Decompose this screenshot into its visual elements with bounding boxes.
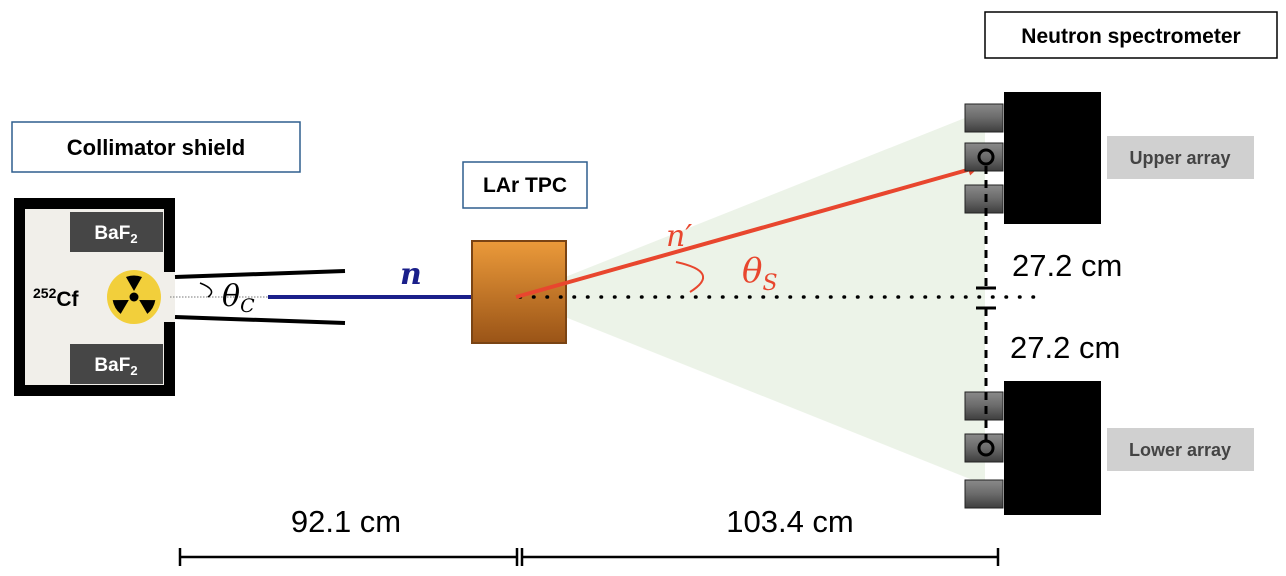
dimension-bar-source-tpc <box>178 548 519 566</box>
baf2-block-bottom: BaF2 <box>70 344 163 384</box>
dimension-bar-tpc-spectrometer <box>520 548 1000 566</box>
theta-c-arc <box>199 282 213 298</box>
tpc-to-spectrometer-distance: 103.4 cm <box>726 504 854 539</box>
scattered-neutron-label: n′ <box>666 219 692 254</box>
lower-array-label: Lower array <box>1107 428 1254 471</box>
lar-tpc-label-box: LAr TPC <box>462 161 588 209</box>
vertical-offset-markers <box>976 166 996 440</box>
svg-text:Upper array: Upper array <box>1129 148 1230 168</box>
incident-neutron-label: n <box>400 257 422 292</box>
theta-c-label: θC <box>222 279 255 317</box>
source-label: 252Cf <box>33 285 80 311</box>
baf2-label: BaF <box>94 355 130 376</box>
baf2-block-top: BaF2 <box>70 212 163 252</box>
source-to-tpc-distance: 92.1 cm <box>291 504 401 539</box>
baf2-label: BaF <box>94 223 130 244</box>
radiation-icon <box>107 270 161 324</box>
svg-text:BaF2: BaF2 <box>94 355 137 378</box>
lar-tpc-label: LAr TPC <box>483 174 567 197</box>
source-element: Cf <box>56 288 79 311</box>
scattered-neutron-arrow <box>515 163 980 299</box>
collimator-shield-label-box: Collimator shield <box>11 121 301 173</box>
theta-s-arc <box>675 261 705 293</box>
theta-s-label: θS <box>742 251 778 296</box>
svg-text:Lower array: Lower array <box>1129 440 1231 460</box>
upper-array-label: Upper array <box>1107 136 1254 179</box>
neutron-spectrometer-label-box: Neutron spectrometer <box>984 11 1278 59</box>
source-mass-number: 252 <box>33 285 57 301</box>
lower-offset-label: 27.2 cm <box>1010 330 1120 365</box>
baf2-subscript: 2 <box>130 363 137 378</box>
lower-array <box>964 381 1101 515</box>
collimator-shield-label: Collimator shield <box>67 135 245 160</box>
upper-offset-label: 27.2 cm <box>1012 248 1122 283</box>
baf2-subscript: 2 <box>130 231 137 246</box>
svg-text:BaF2: BaF2 <box>94 223 137 246</box>
upper-array <box>964 92 1101 224</box>
neutron-spectrometer-label: Neutron spectrometer <box>1021 25 1240 48</box>
lar-tpc-detector <box>471 240 567 344</box>
